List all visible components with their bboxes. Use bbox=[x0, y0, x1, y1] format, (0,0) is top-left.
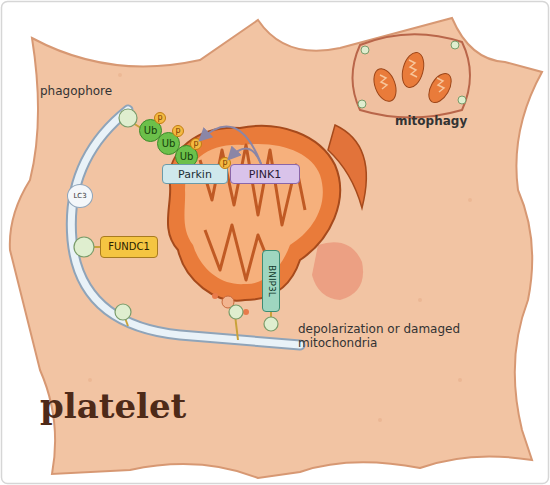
phosphorylation-arrow bbox=[200, 126, 261, 164]
node-text: LC3 bbox=[73, 193, 86, 200]
lc3-anchors bbox=[72, 120, 271, 340]
phospho-mark: p bbox=[190, 138, 202, 150]
parkin-box: Parkin bbox=[162, 164, 228, 184]
phagophore-membrane bbox=[71, 110, 300, 345]
phagophore-label: phagophore bbox=[40, 84, 130, 98]
phospho-mark: p bbox=[154, 112, 166, 124]
node-text: p bbox=[193, 140, 198, 148]
lc3-circles bbox=[74, 109, 278, 331]
node-text: Parkin bbox=[178, 169, 212, 180]
phagophore-lumen bbox=[71, 110, 300, 345]
node-text: FUNDC1 bbox=[108, 242, 150, 252]
node-text: p bbox=[157, 114, 162, 122]
mitophagy-label: mitophagy bbox=[395, 114, 485, 128]
phospho-mark: p bbox=[219, 157, 231, 169]
mitochondrion bbox=[168, 125, 366, 315]
phosphorylation-arrow bbox=[229, 149, 261, 164]
node-text: Ub bbox=[162, 139, 176, 149]
node-text: p bbox=[222, 159, 227, 167]
node-text: Ub bbox=[144, 126, 158, 136]
node-text: Ub bbox=[180, 152, 194, 162]
phospho-mark: p bbox=[172, 125, 184, 137]
platelet-title: platelet bbox=[40, 386, 240, 427]
fundc1-box: FUNDC1 bbox=[100, 236, 158, 258]
lc3-circle: LC3 bbox=[67, 184, 93, 208]
depolarization-note: depolarization or damaged mitochondria bbox=[298, 322, 468, 351]
autophagosome-inset bbox=[353, 34, 471, 117]
bnip3l-box: BNIP3L bbox=[262, 250, 280, 312]
platelet-cell bbox=[10, 18, 542, 478]
node-text: PINK1 bbox=[249, 169, 281, 180]
pink1-box: PINK1 bbox=[230, 164, 300, 184]
node-text: p bbox=[175, 127, 180, 135]
node-text: BNIP3L bbox=[267, 265, 276, 297]
